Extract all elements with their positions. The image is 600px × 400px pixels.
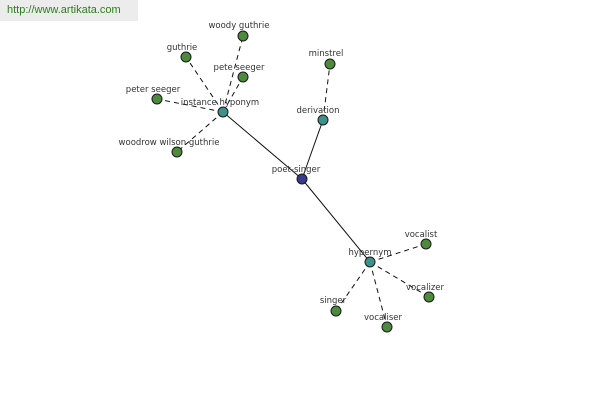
edge-guthrie <box>185 56 224 113</box>
edge-vocalizer <box>369 261 430 298</box>
label-vocaliser[interactable]: vocaliser <box>364 313 402 323</box>
label-pete-seeger[interactable]: pete seeger <box>214 63 265 73</box>
edge-vocaliser <box>369 261 388 328</box>
label-hypernym[interactable]: hypernym <box>348 248 391 258</box>
label-woody-guthrie[interactable]: woody guthrie <box>208 21 269 31</box>
label-singer[interactable]: singer <box>320 296 347 306</box>
node-woody-guthrie[interactable] <box>237 30 249 42</box>
label-derivation[interactable]: derivation <box>296 106 339 116</box>
label-woodrow-wilson-guthrie[interactable]: woodrow wilson guthrie <box>119 138 220 148</box>
edge-woody-guthrie <box>222 35 244 113</box>
edge-peter-seeger <box>156 98 224 113</box>
node-vocalist[interactable] <box>420 238 432 250</box>
edge-singer <box>335 261 371 312</box>
edge-vocalist <box>369 243 427 263</box>
node-minstrel[interactable] <box>324 58 336 70</box>
node-singer[interactable] <box>330 305 342 317</box>
edge-hypernym <box>301 178 371 263</box>
label-peter-seeger[interactable]: peter seeger <box>126 85 181 95</box>
label-minstrel[interactable]: minstrel <box>309 49 344 59</box>
edge-instance-hyponym <box>222 111 303 180</box>
label-vocalizer[interactable]: vocalizer <box>406 283 445 293</box>
node-vocaliser[interactable] <box>381 321 393 333</box>
source-link[interactable]: http://www.artikata.com <box>0 0 138 21</box>
node-vocalizer[interactable] <box>423 291 435 303</box>
label-vocalist[interactable]: vocalist <box>405 230 438 240</box>
node-peter-seeger[interactable] <box>151 93 163 105</box>
edge-pete-seeger <box>222 76 244 113</box>
node-instance-hyponym[interactable] <box>217 106 229 118</box>
edge-woodrow-wilson-guthrie <box>176 111 224 153</box>
node-hypernym[interactable] <box>364 256 376 268</box>
label-poet-singer[interactable]: poet-singer <box>272 165 321 175</box>
label-guthrie[interactable]: guthrie <box>167 43 198 53</box>
edge-minstrel <box>322 63 331 121</box>
node-guthrie[interactable] <box>180 51 192 63</box>
node-woodrow-wilson-guthrie[interactable] <box>171 146 183 158</box>
node-poet-singer[interactable] <box>296 173 308 185</box>
node-pete-seeger[interactable] <box>237 71 249 83</box>
label-instance-hyponym[interactable]: instance hyponym <box>181 98 259 108</box>
node-derivation[interactable] <box>317 114 329 126</box>
edge-derivation <box>301 119 324 180</box>
